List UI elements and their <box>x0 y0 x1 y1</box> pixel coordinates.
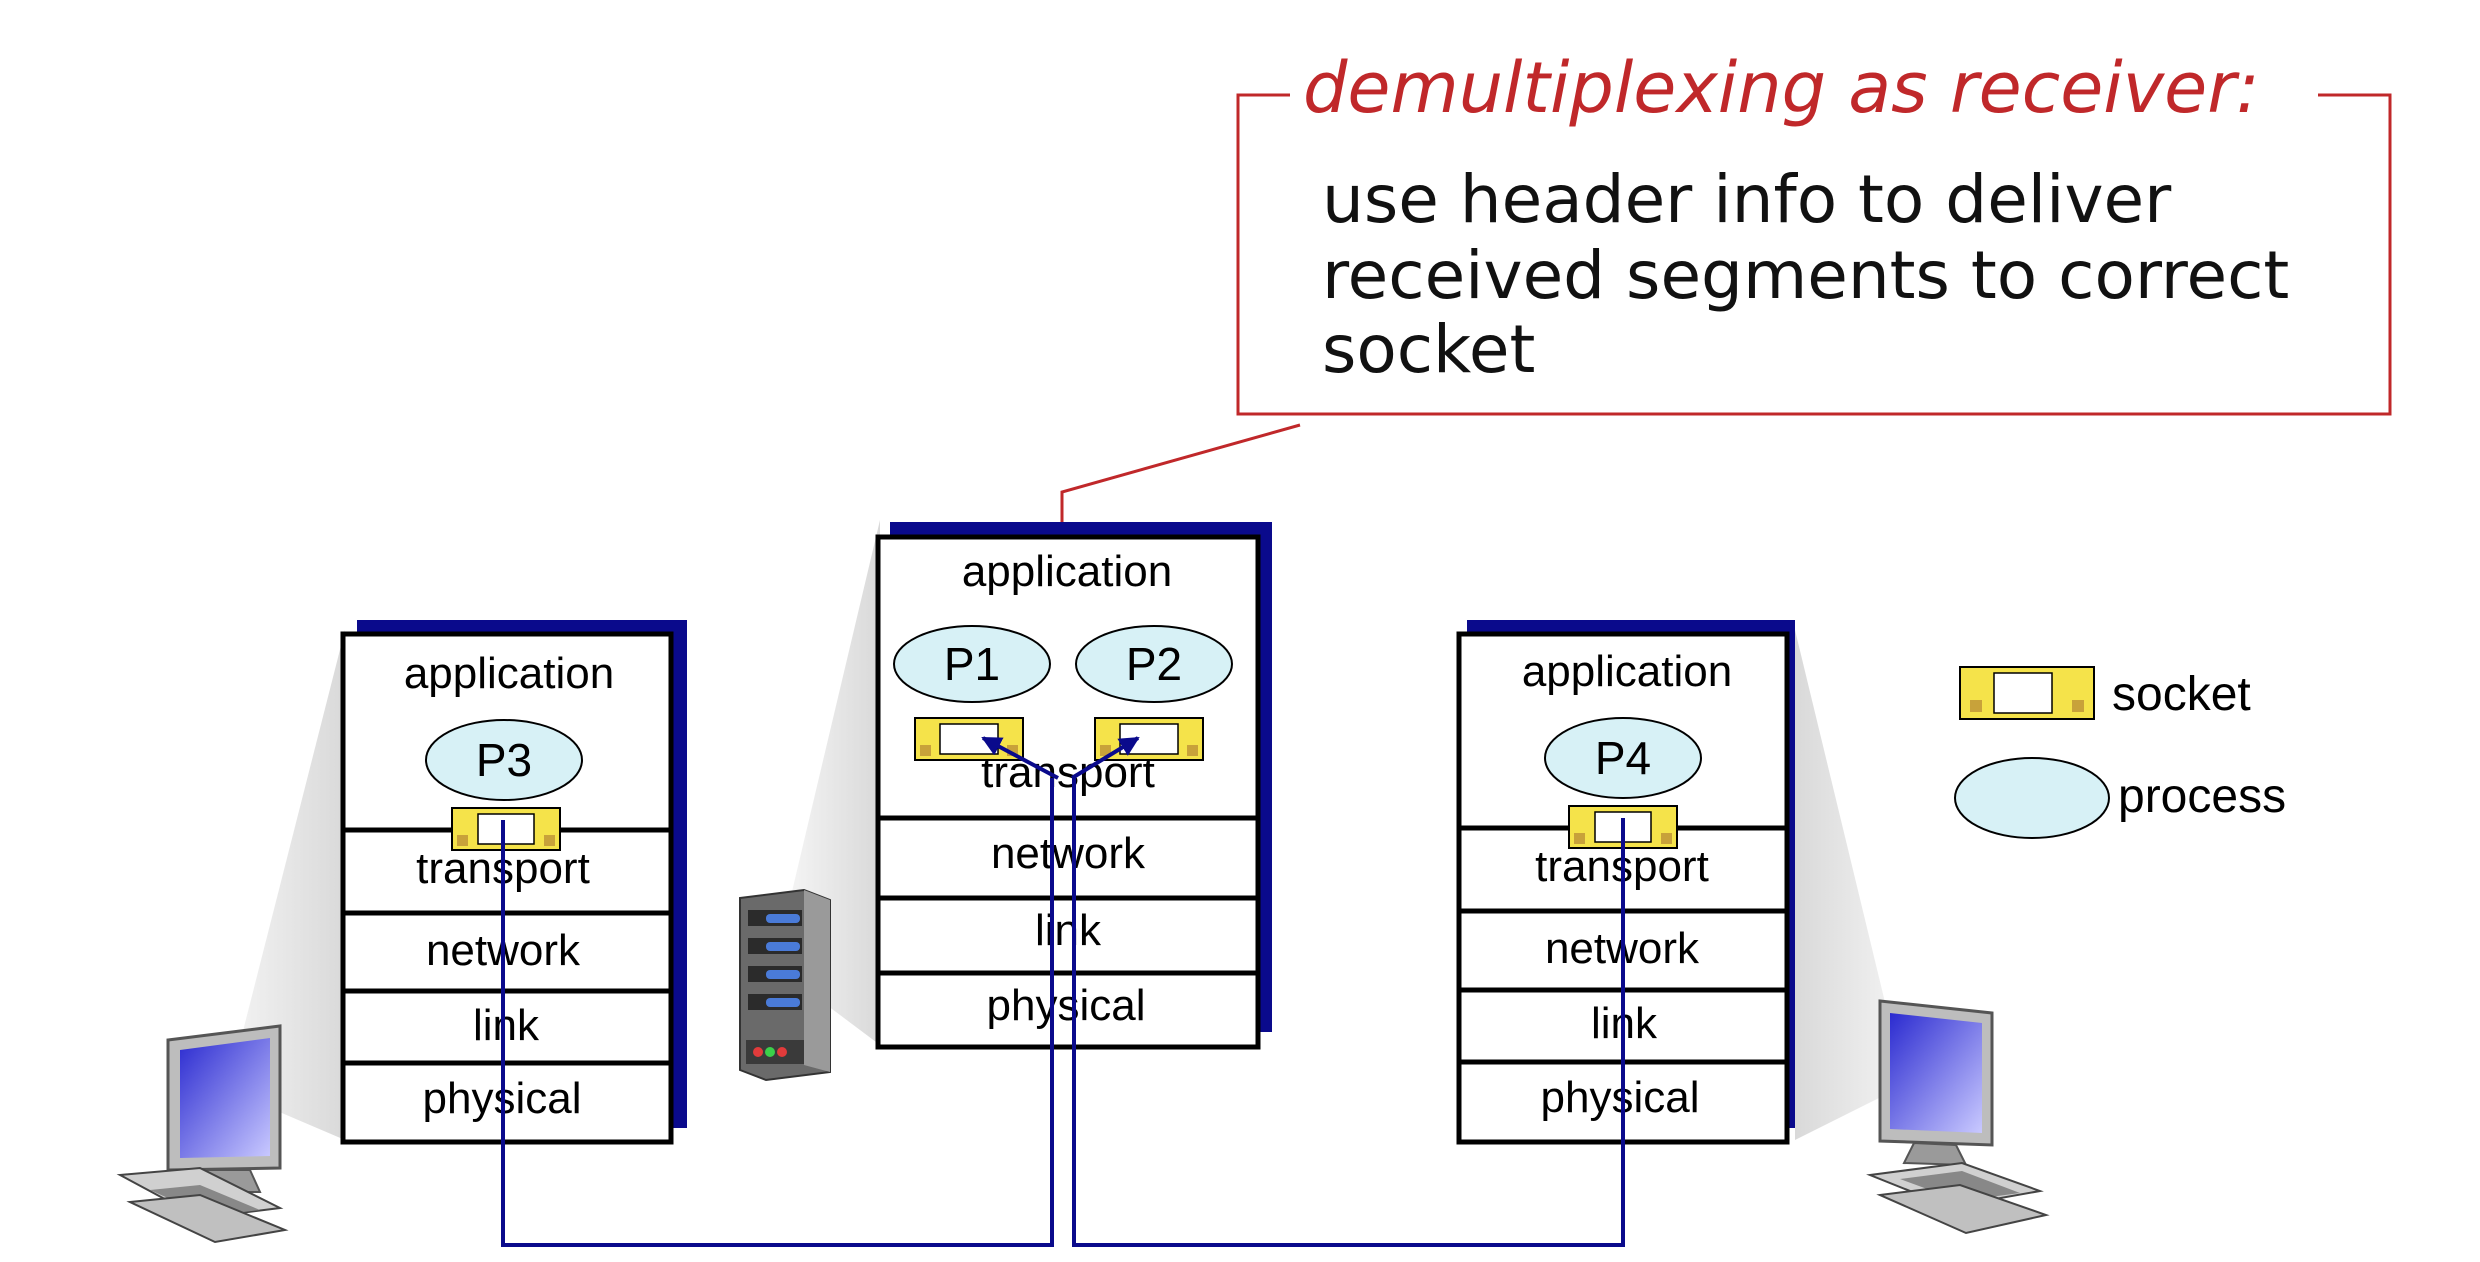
demux-arrow-to-p1 <box>981 736 1059 780</box>
left-process-p3 <box>425 719 583 801</box>
center-stack <box>875 534 1261 1050</box>
callout: demultiplexing as receiver: use header i… <box>1032 47 2392 799</box>
left-host: application P3 transport network link ph… <box>116 620 687 1244</box>
network-paths <box>501 778 1625 1247</box>
callout-body-line-1: use header info to deliver <box>1322 161 2172 238</box>
right-process-p4-label: P4 <box>1595 732 1651 784</box>
demux-arrow-to-p2 <box>1070 736 1140 780</box>
center-host: application P1 P2 transport network link… <box>739 520 1272 1082</box>
center-process-p1-label: P1 <box>944 638 1000 690</box>
callout-border <box>1236 93 2392 416</box>
center-network-label: network <box>991 829 1146 878</box>
desktop-computer-icon <box>1866 999 2050 1235</box>
right-application-label: application <box>1522 647 1732 696</box>
legend-process-label: process <box>2118 770 2286 823</box>
legend: socket process <box>1954 666 2286 839</box>
center-socket-1 <box>914 717 1024 761</box>
center-link-label: link <box>1035 906 1102 955</box>
desktop-computer-icon <box>116 1024 289 1244</box>
right-process-p4 <box>1544 717 1702 799</box>
center-physical-label: physical <box>987 981 1146 1030</box>
center-process-p2-label: P2 <box>1126 638 1182 690</box>
center-application-label: application <box>962 547 1172 596</box>
callout-title: demultiplexing as receiver: <box>1303 47 2260 129</box>
path-left-to-center <box>501 778 1054 1247</box>
center-process-p2 <box>1075 625 1233 703</box>
left-link-label: link <box>473 1001 540 1050</box>
right-physical-label: physical <box>1541 1073 1700 1122</box>
callout-body-line-2: received segments to correct <box>1322 237 2289 314</box>
legend-socket-icon <box>1959 666 2095 720</box>
left-host-beam <box>228 630 345 1140</box>
right-host-beam <box>1795 630 1905 1140</box>
left-process-p3-label: P3 <box>476 734 532 786</box>
path-right-to-center <box>1072 778 1625 1247</box>
right-host: application P4 transport network link ph… <box>1456 620 2050 1235</box>
left-application-label: application <box>404 649 614 698</box>
legend-socket-label: socket <box>2112 668 2251 721</box>
left-socket <box>451 807 561 851</box>
server-icon <box>739 888 831 1082</box>
legend-process-icon <box>1954 757 2110 839</box>
center-process-p1 <box>893 625 1051 703</box>
left-stack <box>340 631 674 1145</box>
callout-body-line-3: socket <box>1322 311 1535 388</box>
